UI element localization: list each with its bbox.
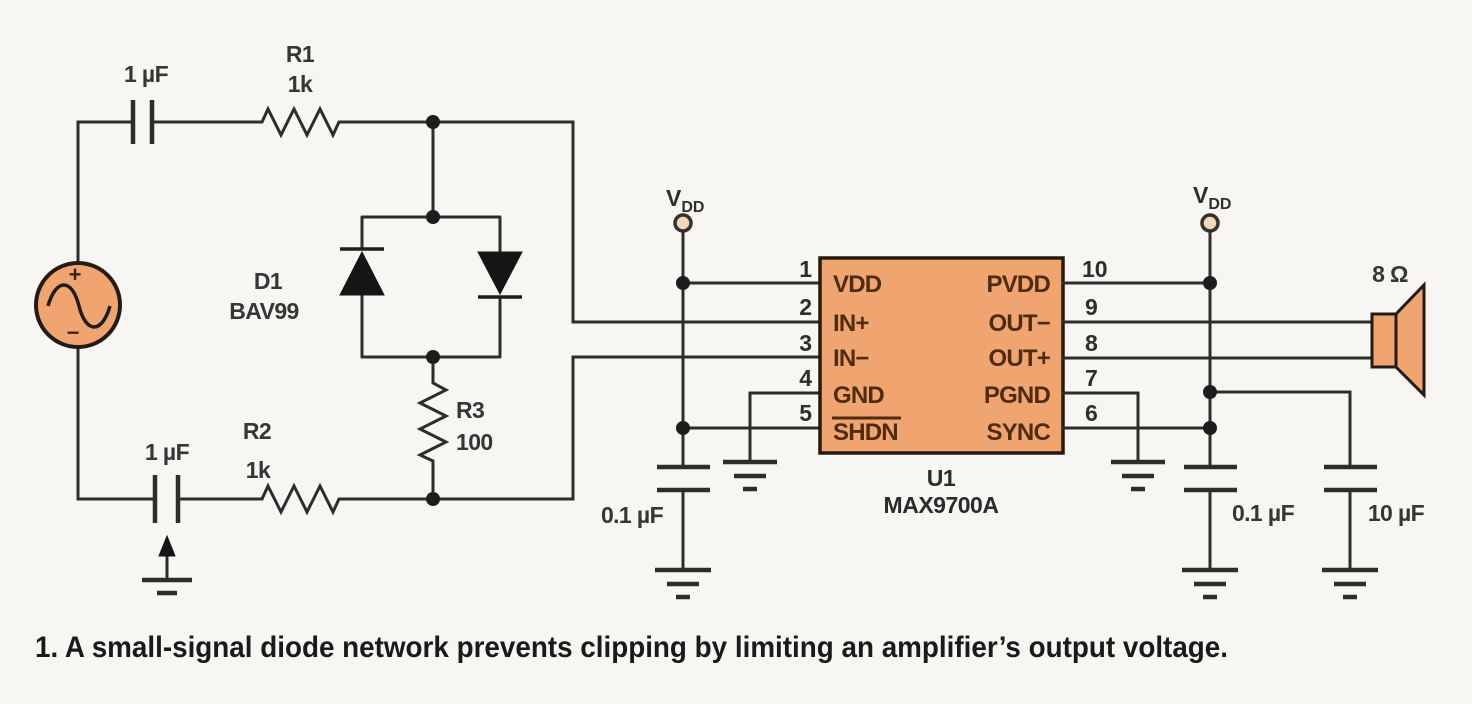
d1-ref-label: D1 [254, 268, 283, 294]
junction-dots [426, 115, 1217, 506]
junction-dot [1203, 276, 1217, 290]
ic-pin-label: VDD [833, 271, 882, 298]
r1-ref-label: R1 [286, 41, 315, 67]
ic-pin-label: GND [833, 382, 884, 409]
vdd-right-terminal [1200, 213, 1220, 233]
bypass-left-label: 0.1 µF [601, 502, 664, 528]
speaker-cone-icon [1394, 281, 1426, 399]
junction-dot [426, 210, 440, 224]
wire-top-rail [76, 120, 822, 324]
ground-arrow-icon [158, 534, 176, 557]
diode-left-icon [339, 250, 385, 296]
pin-number: 1 [799, 256, 812, 282]
speaker-body-icon [1370, 312, 1398, 369]
cap-top-label: 1 µF [124, 61, 169, 87]
junction-dot [426, 115, 440, 129]
ic-pin-label-shdn: SHDN [833, 419, 898, 446]
ic-pin-label: IN− [833, 345, 869, 372]
source-ground [142, 534, 192, 596]
d1-value-label: BAV99 [229, 298, 298, 324]
gnd-pin7 [1061, 391, 1165, 492]
resistor-r3-zigzag [416, 355, 450, 501]
resistor-r1-zigzag [260, 105, 341, 139]
r3-value-label: 100 [456, 429, 493, 455]
diode-network [339, 120, 523, 359]
wire-pin4-gnd [748, 391, 822, 462]
vdd-subscript: DD [681, 199, 704, 216]
vdd-left-branch [655, 213, 822, 600]
wire-vdd-right [1208, 229, 1352, 469]
pin-number: 3 [799, 330, 812, 356]
vdd-letter: V [1193, 182, 1209, 208]
pin-number: 2 [799, 294, 812, 320]
junction-dot [426, 492, 440, 506]
source-plus-sign: + [69, 262, 82, 287]
vdd-letter: V [666, 185, 682, 211]
junction-dot [1203, 385, 1217, 399]
vdd-right-label: VDD [1193, 182, 1231, 213]
source-minus-sign: − [67, 320, 80, 345]
pin-number: 10 [1082, 256, 1108, 282]
pin-number: 6 [1085, 400, 1098, 426]
junction-dot [676, 276, 690, 290]
ic-max9700a: VDD IN+ IN− GND SHDN PVDD OUT− OUT+ PGND… [818, 256, 1065, 518]
junction-dot [676, 421, 690, 435]
junction-dot [1203, 421, 1217, 435]
bulk-cap-label: 10 µF [1368, 500, 1425, 526]
speaker-impedance-label: 8 Ω [1372, 261, 1408, 287]
vdd-right-branch [1182, 213, 1378, 600]
vdd-subscript: DD [1208, 196, 1231, 213]
r2-ref-label: R2 [243, 418, 271, 444]
junction-dot [426, 350, 440, 364]
r2-value-label: 1k [246, 457, 271, 483]
pin-numbers: 1 2 3 4 5 10 9 8 7 6 [799, 256, 1107, 426]
pin-number: 9 [1085, 294, 1098, 320]
wire-pin7-gnd [1061, 391, 1140, 462]
r3-ref-label: R3 [456, 397, 484, 423]
pin-number: 8 [1085, 330, 1098, 356]
bypass-right-label: 0.1 µF [1232, 500, 1295, 526]
ic-pin-label: IN+ [833, 310, 869, 337]
cap-bottom-label: 1 µF [145, 439, 190, 465]
signal-source: + − [34, 261, 122, 349]
ic-refdes: U1 [927, 465, 956, 491]
wire-diode-box [360, 215, 502, 359]
ic-body [818, 256, 1065, 455]
ic-pin-label: OUT+ [989, 345, 1051, 372]
vdd-left-terminal [673, 213, 693, 233]
pin-number: 4 [799, 365, 812, 391]
diode-right-icon [477, 251, 523, 296]
ic-pin-label: SYNC [987, 419, 1051, 446]
speaker [1370, 281, 1426, 399]
pin-number: 7 [1085, 365, 1098, 391]
sine-wave-icon [46, 283, 112, 329]
wire-bottom-rail [76, 345, 822, 501]
vdd-left-label: VDD [666, 185, 704, 216]
pin-number: 5 [799, 400, 812, 426]
resistor-r2-zigzag [260, 482, 341, 516]
ic-part-number: MAX9700A [884, 492, 999, 518]
gnd-pin4 [723, 391, 822, 492]
ic-pin-label: PGND [984, 382, 1051, 409]
figure-caption: 1. A small-signal diode network prevents… [35, 631, 1228, 664]
ic-pin-label: OUT− [989, 310, 1051, 337]
ic-pin-label: PVDD [987, 271, 1051, 298]
r1-value-label: 1k [288, 71, 313, 97]
